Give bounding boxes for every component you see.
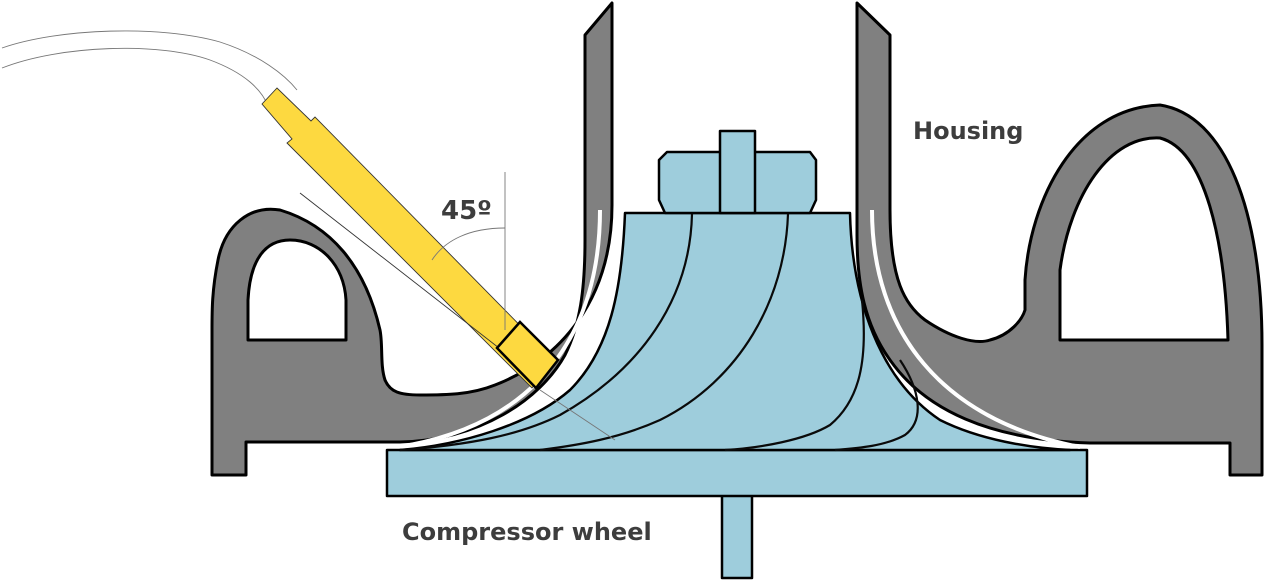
- sensor-probe: [261, 87, 616, 441]
- sensor-cable: [1, 30, 298, 107]
- wheel-shaft-bottom: [720, 488, 754, 580]
- angle-label: 45º: [441, 196, 492, 226]
- housing-left: [210, 1, 614, 477]
- wheel-blade: [539, 213, 790, 452]
- wheel-blade: [724, 299, 865, 452]
- wheel-shaft-top: [718, 129, 757, 215]
- angle-annotation: 45º: [431, 172, 506, 330]
- wheel-hub: [398, 211, 1072, 452]
- housing-left-body: [210, 1, 614, 477]
- compressor-wheel-label: Compressor wheel: [402, 518, 652, 546]
- cable-line-lower: [1, 47, 269, 107]
- housing-label: Housing: [913, 117, 1023, 145]
- compressor-wheel: [385, 129, 1089, 580]
- probe-tip: [495, 320, 560, 390]
- angle-arc: [431, 227, 506, 261]
- cable-line-upper: [1, 30, 298, 91]
- wheel-blade: [834, 359, 919, 452]
- wheel-blade: [399, 213, 694, 452]
- wheel-backplate: [385, 448, 1089, 498]
- probe-axis-extension: [539, 389, 616, 441]
